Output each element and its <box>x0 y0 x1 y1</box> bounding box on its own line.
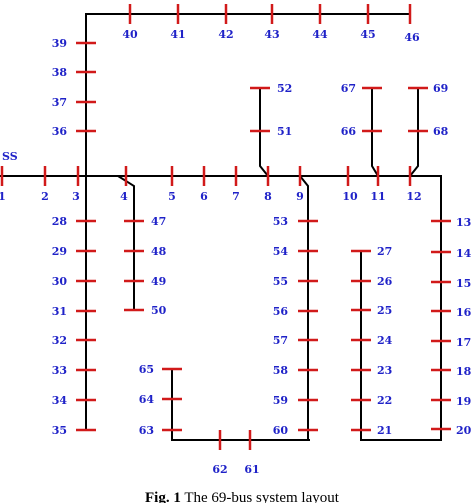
bus-label-27: 27 <box>377 245 392 258</box>
figure-label: Fig. 1 <box>145 490 181 503</box>
bus-label-25: 25 <box>377 304 392 317</box>
bus-label-4: 4 <box>120 190 128 203</box>
bus-label-2: 2 <box>41 190 49 203</box>
figure-caption-text: The 69-bus system layout <box>184 490 339 503</box>
bus-label-14: 14 <box>456 247 472 260</box>
bus-label-59: 59 <box>273 394 288 407</box>
bus-label-35: 35 <box>52 424 67 437</box>
bus-label-56: 56 <box>273 305 289 318</box>
bus-label-22: 22 <box>377 394 392 407</box>
feeder-line-4-to-50 <box>117 175 135 310</box>
feeder-line-lower-loop <box>171 369 309 441</box>
bus-label-23: 23 <box>377 364 392 377</box>
feeder-line-11-to-67 <box>371 88 379 177</box>
bus-label-18: 18 <box>456 365 472 378</box>
bus-label-47: 47 <box>151 215 166 228</box>
bus-label-45: 45 <box>360 28 375 41</box>
bus-label-46: 46 <box>404 31 420 44</box>
bus-label-20: 20 <box>456 424 472 437</box>
feeder-line-3-to-39 <box>85 13 410 176</box>
bus-label-19: 19 <box>456 395 471 408</box>
bus-label-67: 67 <box>341 82 356 95</box>
bus-label-55: 55 <box>273 275 288 288</box>
bus-label-44: 44 <box>312 28 328 41</box>
bus-label-15: 15 <box>456 277 471 290</box>
bus-label-9: 9 <box>296 190 304 203</box>
bus-label-57: 57 <box>273 334 288 347</box>
bus-label-1: 1 <box>0 190 6 203</box>
bus-label-37: 37 <box>52 96 67 109</box>
bus-label-50: 50 <box>151 304 167 317</box>
bus-label-63: 63 <box>139 424 154 437</box>
bus-label-54: 54 <box>273 245 289 258</box>
feeder-line-12-to-69 <box>409 88 419 177</box>
bus-label-33: 33 <box>52 364 67 377</box>
bus-label-31: 31 <box>52 305 67 318</box>
bus-label-13: 13 <box>456 216 471 229</box>
bus-label-32: 32 <box>52 334 67 347</box>
bus-label-51: 51 <box>277 125 292 138</box>
bus-label-64: 64 <box>139 393 155 406</box>
bus-label-10: 10 <box>342 190 358 203</box>
feeder-line-8-to-52 <box>259 88 269 177</box>
figure-caption: Fig. 1 The 69-bus system layout <box>145 490 474 503</box>
feeder-lines <box>0 13 442 441</box>
bus-label-7: 7 <box>232 190 240 203</box>
bus-label-24: 24 <box>377 334 393 347</box>
bus-label-42: 42 <box>218 28 233 41</box>
bus-label-34: 34 <box>52 394 68 407</box>
bus-label-39: 39 <box>52 37 67 50</box>
bus-label-49: 49 <box>151 275 166 288</box>
bus-label-12: 12 <box>406 190 421 203</box>
bus-label-8: 8 <box>264 190 272 203</box>
bus-label-6: 6 <box>200 190 208 203</box>
bus-label-17: 17 <box>456 336 471 349</box>
bus-label-26: 26 <box>377 275 393 288</box>
bus-label-68: 68 <box>433 125 449 138</box>
bus-label-3: 3 <box>72 190 80 203</box>
bus-label-53: 53 <box>273 215 288 228</box>
bus-label-43: 43 <box>264 28 279 41</box>
bus-label-66: 66 <box>341 125 357 138</box>
bus-label-65: 65 <box>139 363 154 376</box>
bus-label-5: 5 <box>168 190 176 203</box>
substation-label: SS <box>2 150 18 163</box>
bus-label-16: 16 <box>456 306 472 319</box>
bus-label-28: 28 <box>52 215 68 228</box>
bus-ticks <box>0 4 451 450</box>
bus-label-61: 61 <box>244 463 259 476</box>
bus-label-48: 48 <box>151 245 167 258</box>
bus-label-62: 62 <box>212 463 227 476</box>
main-feeder-line <box>0 175 442 441</box>
bus-label-41: 41 <box>170 28 185 41</box>
bus-label-69: 69 <box>433 82 448 95</box>
bus-label-52: 52 <box>277 82 292 95</box>
bus-label-21: 21 <box>377 424 392 437</box>
bus-label-60: 60 <box>273 424 289 437</box>
bus-label-40: 40 <box>122 28 138 41</box>
bus-label-29: 29 <box>52 245 67 258</box>
bus-label-38: 38 <box>52 66 68 79</box>
bus-label-11: 11 <box>370 190 385 203</box>
bus-label-58: 58 <box>273 364 289 377</box>
bus-label-36: 36 <box>52 125 68 138</box>
bus-label-30: 30 <box>52 275 68 288</box>
